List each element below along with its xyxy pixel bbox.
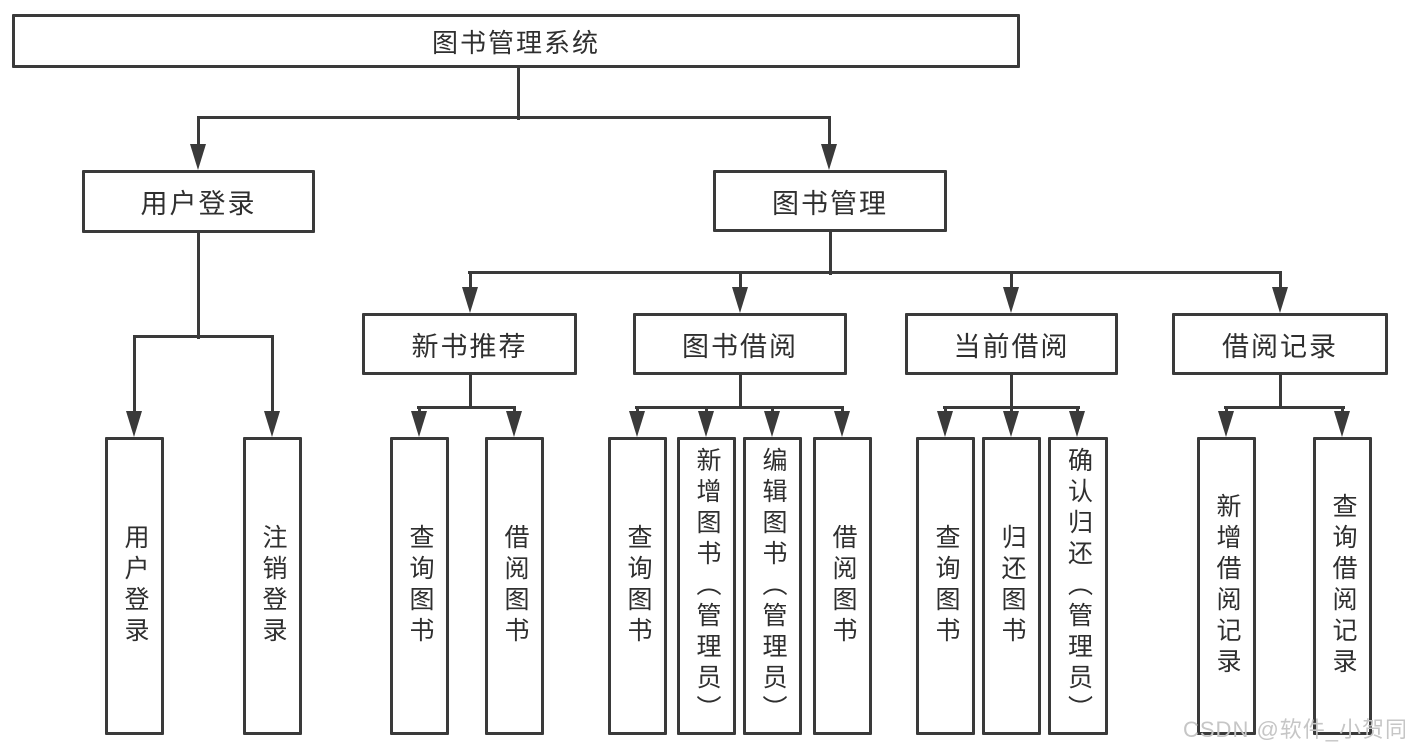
arrowhead-down-icon — [1069, 411, 1085, 437]
arrowhead-down-icon — [834, 411, 850, 437]
leaf-query-borrow-record-label: 查询借阅记录 — [1329, 493, 1357, 679]
arrowhead-down-icon — [126, 411, 142, 437]
connector-line — [418, 407, 421, 413]
leaf-user-login-label: 用户登录 — [121, 524, 149, 648]
leaf-return-books-label: 归还图书 — [998, 524, 1026, 648]
leaf-return-books: 归还图书 — [982, 437, 1041, 735]
connector-line — [517, 68, 520, 120]
node-new-book-recommend: 新书推荐 — [362, 313, 577, 375]
connector-line — [739, 272, 742, 289]
node-library-system-label: 图书管理系统 — [431, 27, 600, 58]
arrowhead-down-icon — [937, 411, 953, 437]
leaf-add-books-label: 新增图书（管理员） — [693, 446, 721, 726]
connector-line — [1076, 407, 1079, 413]
leaf-query-books-3-label: 查询图书 — [932, 524, 960, 648]
connector-line — [841, 407, 844, 413]
arrowhead-down-icon — [764, 411, 780, 437]
connector-line — [271, 336, 274, 413]
connector-line — [469, 375, 472, 409]
csdn-watermark: CSDN @软件_小贺同学 — [1183, 717, 1405, 742]
leaf-borrow-books-1-label: 借阅图书 — [501, 524, 529, 648]
arrowhead-down-icon — [821, 144, 837, 170]
leaf-add-books: 新增图书（管理员） — [677, 437, 736, 735]
leaf-edit-books-label: 编辑图书（管理员） — [759, 446, 787, 726]
leaf-add-borrow-record-label: 新增借阅记录 — [1213, 493, 1241, 679]
arrowhead-down-icon — [629, 411, 645, 437]
connector-line — [469, 272, 472, 289]
arrowhead-down-icon — [698, 411, 714, 437]
arrowhead-down-icon — [411, 411, 427, 437]
connector-line — [705, 407, 708, 413]
node-user-login-label: 用户登录 — [140, 189, 257, 219]
arrowhead-down-icon — [1003, 287, 1019, 313]
node-current-borrow-label: 当前借阅 — [953, 331, 1070, 362]
node-borrow-records: 借阅记录 — [1172, 313, 1388, 375]
leaf-confirm-return: 确认归还（管理员） — [1048, 437, 1108, 735]
arrowhead-down-icon — [506, 411, 522, 437]
leaf-logout-label: 注销登录 — [259, 524, 287, 648]
arrowhead-down-icon — [1272, 287, 1288, 313]
arrowhead-down-icon — [1334, 411, 1350, 437]
connector-line — [1010, 375, 1013, 409]
arrowhead-down-icon — [1003, 411, 1019, 437]
leaf-add-borrow-record: 新增借阅记录 — [1197, 437, 1256, 735]
connector-line — [1225, 407, 1228, 413]
leaf-query-books-1-label: 查询图书 — [406, 524, 434, 648]
node-book-borrow-label: 图书借阅 — [682, 331, 798, 362]
leaf-borrow-books-2: 借阅图书 — [813, 437, 872, 735]
connector-line — [133, 335, 274, 338]
arrowhead-down-icon — [732, 287, 748, 313]
node-user-login: 用户登录 — [82, 170, 315, 233]
connector-line — [829, 232, 832, 275]
leaf-confirm-return-label: 确认归还（管理员） — [1064, 446, 1093, 726]
connector-line — [1224, 406, 1345, 409]
node-current-borrow: 当前借阅 — [905, 313, 1118, 375]
connector-line — [944, 407, 947, 413]
leaf-logout: 注销登录 — [243, 437, 302, 735]
leaf-query-books-3: 查询图书 — [916, 437, 975, 735]
connector-line — [133, 336, 136, 413]
leaf-user-login: 用户登录 — [105, 437, 164, 735]
connector-line — [1279, 375, 1282, 409]
arrowhead-down-icon — [264, 411, 280, 437]
leaf-query-borrow-record: 查询借阅记录 — [1313, 437, 1372, 735]
connector-line — [828, 117, 831, 146]
node-book-management: 图书管理 — [713, 170, 947, 232]
leaf-borrow-books-2-label: 借阅图书 — [829, 524, 857, 648]
leaf-borrow-books-1: 借阅图书 — [485, 437, 544, 735]
connector-line — [739, 375, 742, 409]
connector-line — [197, 233, 200, 339]
connector-line — [468, 271, 1282, 274]
leaf-query-books-1: 查询图书 — [390, 437, 449, 735]
connector-line — [1279, 272, 1282, 289]
connector-line — [1010, 407, 1013, 413]
connector-line — [1010, 272, 1013, 289]
connector-line — [771, 407, 774, 413]
node-library-system: 图书管理系统 — [12, 14, 1020, 68]
connector-line — [197, 116, 831, 119]
arrowhead-down-icon — [190, 144, 206, 170]
leaf-query-books-2: 查询图书 — [608, 437, 667, 735]
connector-line — [636, 407, 639, 413]
connector-line — [197, 117, 200, 146]
arrowhead-down-icon — [1218, 411, 1234, 437]
connector-line — [417, 406, 516, 409]
leaf-edit-books: 编辑图书（管理员） — [743, 437, 802, 735]
connector-line — [513, 407, 516, 413]
leaf-query-books-2-label: 查询图书 — [624, 524, 652, 648]
node-new-book-recommend-label: 新书推荐 — [411, 331, 528, 362]
arrowhead-down-icon — [462, 287, 478, 313]
node-book-management-label: 图书管理 — [772, 188, 888, 219]
node-borrow-records-label: 借阅记录 — [1222, 331, 1338, 362]
connector-line — [1341, 407, 1344, 413]
node-book-borrow: 图书借阅 — [633, 313, 847, 375]
